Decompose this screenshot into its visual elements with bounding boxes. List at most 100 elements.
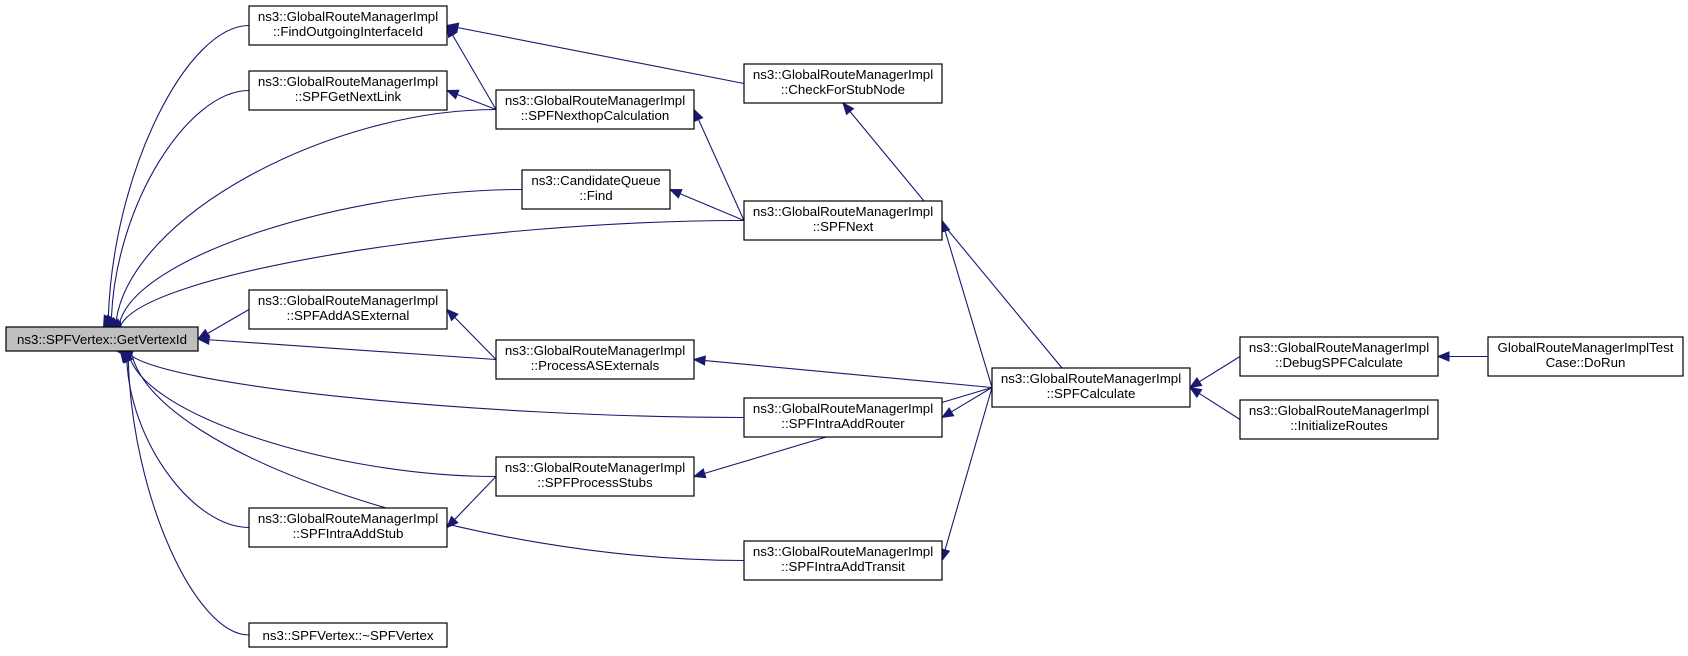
- edge-ir-to-sc: [1188, 386, 1241, 420]
- node-siat[interactable]: ns3::GlobalRouteManagerImpl::SPFIntraAdd…: [743, 540, 943, 581]
- node-label: ns3::GlobalRouteManagerImpl: [258, 293, 438, 308]
- edge-sias-to-root: [119, 349, 250, 529]
- edge-line: [1198, 392, 1241, 420]
- edge-line: [452, 34, 497, 110]
- arrow-head-icon: [1436, 351, 1450, 362]
- node-label: ::InitializeRoutes: [1290, 418, 1388, 433]
- edge-line: [115, 108, 497, 322]
- arrow-head-icon: [445, 89, 460, 100]
- edge-sc-to-cfsn: [842, 101, 1063, 369]
- node-label: ns3::GlobalRouteManagerImpl: [505, 460, 685, 475]
- node-label: ::SPFNext: [813, 219, 874, 234]
- node-label: ns3::GlobalRouteManagerImpl: [753, 401, 933, 416]
- edge-sps-to-root: [117, 349, 497, 478]
- node-sc[interactable]: ns3::GlobalRouteManagerImpl::SPFCalculat…: [991, 367, 1191, 408]
- node-box: [1239, 336, 1439, 377]
- edge-line: [944, 387, 993, 551]
- edge-line: [107, 24, 250, 318]
- node-label: ns3::GlobalRouteManagerImpl: [258, 74, 438, 89]
- node-label: ns3::GlobalRouteManagerImpl: [753, 544, 933, 559]
- edge-dsc-to-sc: [1188, 356, 1241, 389]
- arrow-head-icon: [940, 407, 955, 419]
- edge-snc-to-sgnl: [445, 89, 497, 111]
- edge-sn-to-cqf: [668, 188, 745, 222]
- node-box: [743, 63, 943, 104]
- edge-line: [679, 193, 745, 222]
- edge-sc-to-siar: [940, 387, 993, 419]
- edge-line: [126, 359, 250, 529]
- node-box: [248, 70, 448, 111]
- edge-cfsn-to-foi: [445, 22, 745, 85]
- edge-saase-to-root: [196, 309, 250, 340]
- node-label: ns3::GlobalRouteManagerImpl: [1001, 371, 1181, 386]
- edge-pase-to-root: [196, 334, 497, 361]
- arrow-head-icon: [693, 108, 704, 123]
- arrow-head-icon: [196, 334, 210, 346]
- node-sias[interactable]: ns3::GlobalRouteManagerImpl::SPFIntraAdd…: [248, 507, 448, 548]
- node-siar[interactable]: ns3::GlobalRouteManagerImpl::SPFIntraAdd…: [743, 397, 943, 438]
- node-label: ns3::GlobalRouteManagerImpl: [753, 204, 933, 219]
- node-box: [248, 5, 448, 46]
- node-pase[interactable]: ns3::GlobalRouteManagerImpl::ProcessASEx…: [495, 339, 695, 380]
- edge-sc-to-sn: [940, 219, 993, 388]
- node-box: [743, 540, 943, 581]
- edge-line: [207, 309, 250, 334]
- node-label: ::SPFAddASExternal: [287, 308, 410, 323]
- node-layer: ns3::SPFVertex::GetVertexIdns3::GlobalRo…: [5, 5, 1684, 648]
- node-label: ::SPFIntraAddTransit: [781, 559, 905, 574]
- node-label: ns3::GlobalRouteManagerImpl: [753, 67, 933, 82]
- node-sgnl[interactable]: ns3::GlobalRouteManagerImpl::SPFGetNextL…: [248, 70, 448, 111]
- edge-line: [127, 361, 250, 636]
- node-label: ::SPFIntraAddRouter: [781, 416, 905, 431]
- edge-line: [698, 119, 745, 221]
- node-box: [5, 326, 199, 352]
- node-box: [495, 89, 695, 130]
- edge-line: [1199, 356, 1241, 383]
- edge-line: [128, 354, 497, 478]
- node-label: ::DebugSPFCalculate: [1275, 355, 1403, 370]
- edge-line: [118, 188, 523, 324]
- edge-line: [951, 387, 993, 413]
- node-box: [248, 622, 448, 648]
- edge-sn-to-snc: [693, 108, 745, 221]
- node-saase[interactable]: ns3::GlobalRouteManagerImpl::SPFAddASExt…: [248, 289, 448, 330]
- node-box: [495, 339, 695, 380]
- edge-line: [127, 351, 745, 419]
- node-cqf[interactable]: ns3::CandidateQueue::Find: [521, 169, 671, 210]
- edge-line: [457, 93, 497, 111]
- node-dsc[interactable]: ns3::GlobalRouteManagerImpl::DebugSPFCal…: [1239, 336, 1439, 377]
- arrow-head-icon: [1188, 376, 1203, 389]
- node-cfsn[interactable]: ns3::GlobalRouteManagerImpl::CheckForStu…: [743, 63, 943, 104]
- node-label: ::SPFGetNextLink: [295, 89, 402, 104]
- arrow-head-icon: [123, 349, 134, 364]
- edge-dtor-to-root: [123, 349, 250, 636]
- edge-line: [944, 230, 993, 388]
- node-label: ns3::GlobalRouteManagerImpl: [505, 93, 685, 108]
- edge-foi-to-root: [102, 24, 250, 329]
- node-label: ns3::GlobalRouteManagerImpl: [1249, 403, 1429, 418]
- node-box: [521, 169, 671, 210]
- node-foi[interactable]: ns3::GlobalRouteManagerImpl::FindOutgoin…: [248, 5, 448, 46]
- node-box: [495, 456, 695, 497]
- node-label: ::ProcessASExternals: [531, 358, 660, 373]
- node-dtor[interactable]: ns3::SPFVertex::~SPFVertex: [248, 622, 448, 648]
- node-box: [991, 367, 1191, 408]
- node-box: [248, 507, 448, 548]
- arrow-head-icon: [1188, 386, 1203, 399]
- arrow-head-icon: [668, 188, 683, 199]
- node-ir[interactable]: ns3::GlobalRouteManagerImpl::InitializeR…: [1239, 399, 1439, 440]
- node-snc[interactable]: ns3::GlobalRouteManagerImpl::SPFNexthopC…: [495, 89, 695, 130]
- node-label: ns3::GlobalRouteManagerImpl: [258, 9, 438, 24]
- node-label: ns3::GlobalRouteManagerImpl: [258, 511, 438, 526]
- edge-sps-to-sias: [446, 476, 497, 529]
- node-label: ns3::SPFVertex::GetVertexId: [17, 332, 187, 347]
- node-label: GlobalRouteManagerImplTest: [1498, 340, 1674, 355]
- node-sps[interactable]: ns3::GlobalRouteManagerImpl::SPFProcessS…: [495, 456, 695, 497]
- node-label: ::SPFCalculate: [1047, 386, 1136, 401]
- node-root[interactable]: ns3::SPFVertex::GetVertexId: [5, 326, 199, 352]
- node-sn[interactable]: ns3::GlobalRouteManagerImpl::SPFNext: [743, 200, 943, 241]
- edge-line: [454, 316, 497, 360]
- arrow-head-icon: [692, 355, 706, 366]
- edge-line: [457, 27, 745, 85]
